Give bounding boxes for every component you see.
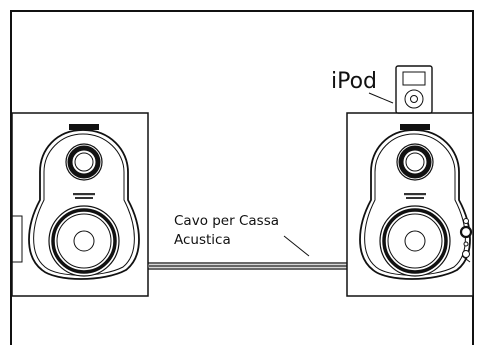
control-knob-small-icon [463,218,469,224]
ipod-device [395,65,433,114]
right-speaker-tweeter-dome [405,152,425,172]
right-speaker-logo [400,124,430,130]
right-speaker [346,112,474,297]
control-led-icon [463,241,469,247]
right-speaker-model-text-2 [406,197,424,199]
cable-label-leader [283,235,310,257]
right-speaker-controls [459,218,473,263]
ipod-label: iPod [331,69,378,94]
control-jack-plug-icon [461,255,471,263]
left-speaker-model-text-2 [75,197,93,199]
left-speaker-woofer-dustcap [73,230,95,252]
speaker-cable-label: Cavo per Cassa Acustica [174,212,279,250]
speaker-cable-label-line-2: Acustica [174,232,231,248]
ipod-screen [402,71,426,86]
left-speaker-side-panel [12,215,23,263]
right-speaker-woofer-dustcap [404,230,426,252]
ipod-label-leader [368,92,394,104]
right-speaker-model-text [404,193,426,196]
left-speaker-tweeter-dome [74,152,94,172]
speaker-cable-label-line-1: Cavo per Cassa [174,213,279,229]
control-volume-knob-icon [459,225,473,239]
ipod-center-button [410,95,418,103]
left-speaker-logo [69,124,99,130]
speaker-cable [148,262,347,270]
left-speaker-model-text [73,193,95,196]
control-jack-icon [462,250,470,258]
left-speaker [11,112,149,297]
